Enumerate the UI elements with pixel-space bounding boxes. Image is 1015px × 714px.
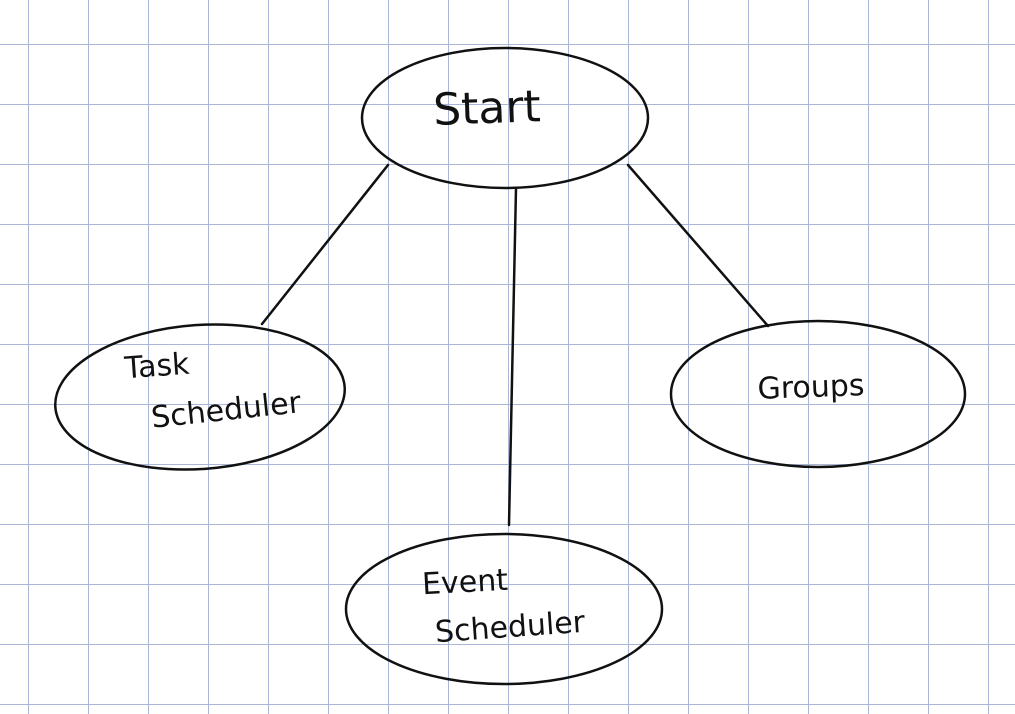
node-start-label: Start	[432, 81, 541, 136]
node-task-scheduler: Task Scheduler	[54, 323, 346, 471]
node-event-scheduler-ellipse	[344, 532, 664, 686]
edge-start-to-groups	[626, 163, 770, 328]
node-start: Start	[360, 46, 650, 190]
node-groups-label: Groups	[757, 368, 865, 407]
node-start-ellipse	[360, 46, 650, 190]
edge-start-to-task-scheduler	[260, 163, 390, 326]
node-task-scheduler-label-line1: Task	[123, 347, 192, 387]
node-task-scheduler-label-line2: Scheduler	[150, 385, 304, 436]
node-task-scheduler-ellipse	[54, 323, 346, 471]
node-groups-ellipse	[669, 319, 967, 469]
node-event-scheduler: Event Scheduler	[344, 532, 664, 686]
node-event-scheduler-label-line1: Event	[421, 563, 509, 602]
node-groups: Groups	[669, 319, 967, 469]
edge-start-to-event-scheduler	[507, 186, 518, 527]
node-event-scheduler-label-line2: Scheduler	[434, 605, 587, 650]
